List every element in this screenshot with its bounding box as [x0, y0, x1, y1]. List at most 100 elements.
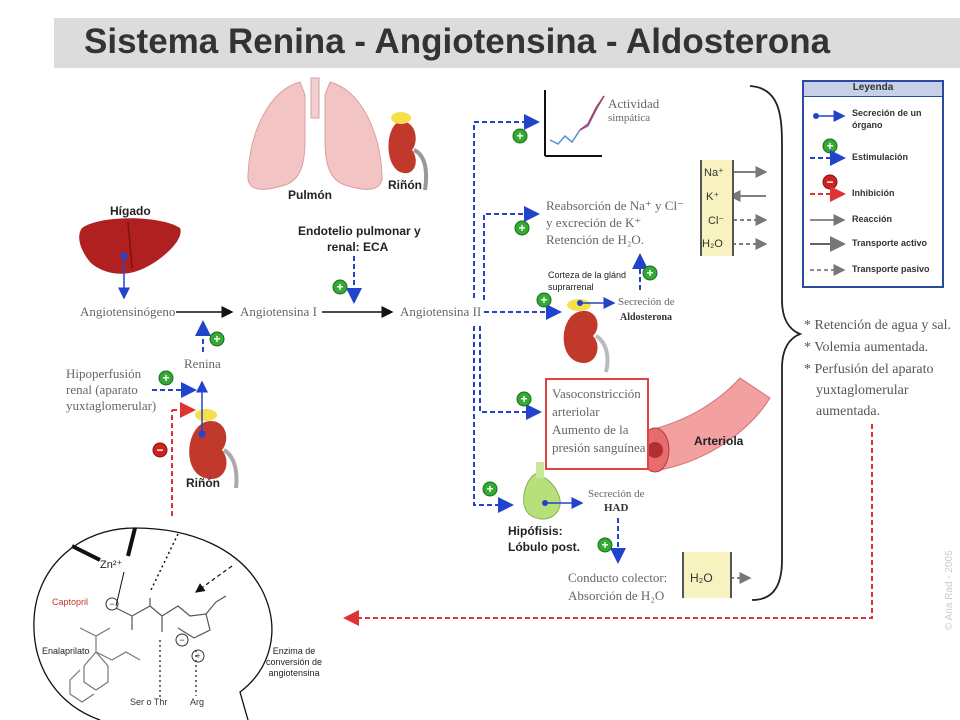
stimulation-plus-icon: +: [158, 370, 174, 386]
svg-text:+: +: [826, 139, 833, 153]
endotelio-label-1: Endotelio pulmonar y: [298, 224, 421, 238]
effect-line-3: * Perfusión del aparato: [804, 362, 934, 377]
hipofisis-label-2: Lóbulo post.: [508, 540, 580, 554]
reabsorcion-label-1: Reabsorción de Na⁺ y Cl⁻: [546, 198, 684, 213]
enzima-label: Enzima de conversión de angiotensina: [262, 646, 326, 679]
hipoperfusion-label-2: renal (aparato: [66, 382, 138, 397]
hipofisis-label-1: Hipófisis:: [508, 524, 563, 538]
page-title: Sistema Renina - Angiotensina - Aldoster…: [84, 22, 831, 61]
watermark: © Aria Rad - 2005: [944, 550, 955, 630]
higado-label: Hígado: [110, 204, 151, 218]
effect-line-5: aumentada.: [816, 404, 881, 419]
svg-text:−: −: [156, 443, 163, 457]
stimulation-plus-icon: +: [514, 220, 530, 236]
ion-membrane-top: [700, 160, 734, 256]
enzima-label-2: conversión de: [265, 657, 323, 667]
effect-line-2: * Volemia aumentada.: [804, 340, 929, 355]
stimulation-plus-icon: +: [512, 128, 528, 144]
arg-label: Arg: [190, 697, 205, 707]
enzima-label-1: Enzima de: [272, 646, 316, 656]
effect-line-1: * Retención de agua y sal.: [804, 318, 951, 333]
hipoperfusion-label-3: yuxtaglomerular): [66, 398, 157, 413]
angiotensina-1-label: Angiotensina I: [240, 304, 317, 319]
svg-text:−: −: [109, 599, 114, 609]
endotelio-label-2: renal: ECA: [327, 240, 389, 254]
rinon-bottom-label: Riñón: [186, 476, 220, 490]
legend: Leyenda + − Secreción de un órgano Estim…: [802, 80, 944, 288]
inhibition-minus-icon: −: [152, 442, 168, 458]
arteriola-label: Arteriola: [694, 434, 744, 448]
secrecion-had-1: Secreción de: [588, 488, 645, 500]
conducto-label-1: Conducto colector:: [568, 570, 668, 585]
kidney-icon: [388, 112, 429, 191]
legend-item-transporte-activo: Transporte activo: [852, 238, 928, 248]
conducto-label-2: Absorción de H₂O: [568, 588, 665, 603]
svg-text:+: +: [540, 293, 547, 307]
liver-icon: [79, 218, 181, 274]
title-bar: [54, 18, 960, 68]
legend-item-transporte-pasivo: Transporte pasivo: [852, 264, 930, 274]
stimulation-plus-icon: +: [536, 292, 552, 308]
secrecion-aldosterona-2: Aldosterona: [620, 312, 673, 323]
adrenal-kidney-icon: [563, 299, 610, 373]
legend-item-secrecion-1: Secreción de un: [852, 108, 922, 118]
corteza-label-2: suprarrenal: [548, 282, 594, 292]
stimulation-plus-icon: +: [597, 537, 613, 553]
svg-text:+: +: [162, 371, 169, 385]
legend-title: Leyenda: [804, 82, 942, 97]
svg-text:+: +: [601, 538, 608, 552]
svg-text:+: +: [646, 266, 653, 280]
ion-k-label: K⁺: [706, 191, 720, 203]
hypophysis-icon: [523, 462, 561, 520]
reabsorcion-label-2: y excreción de K⁺: [546, 215, 642, 230]
svg-text:+: +: [486, 482, 493, 496]
pulmon-label: Pulmón: [288, 188, 332, 202]
vasoconstriccion-box: [545, 378, 649, 470]
svg-text:+: +: [213, 332, 220, 346]
actividad-label-1: Actividad: [608, 96, 660, 111]
svg-text:+: +: [518, 221, 525, 235]
angiotensinogeno-label: Angiotensinógeno: [80, 304, 176, 319]
vaso-label-4: presión sanguínea: [552, 440, 646, 455]
svg-text:+: +: [520, 392, 527, 406]
stimulation-plus-icon: +: [209, 331, 225, 347]
svg-text:+: +: [336, 280, 343, 294]
stimulation-plus-icon: +: [482, 481, 498, 497]
vaso-label-2: arteriolar: [552, 404, 600, 419]
legend-item-estimulacion: Estimulación: [852, 152, 909, 162]
actividad-label-2: simpática: [608, 112, 651, 124]
vaso-label-1: Vasoconstricción: [552, 386, 641, 401]
ion-cl-label: Cl⁻: [708, 215, 725, 227]
rinon-top-label: Riñón: [388, 178, 422, 192]
corteza-label-1: Corteza de la glánd: [548, 270, 627, 280]
captopril-label: Captopril: [52, 597, 89, 607]
zinc-label: Zn²⁺: [100, 559, 123, 571]
svg-text:+: +: [195, 651, 200, 661]
hipoperfusion-label-1: Hipoperfusión: [66, 366, 142, 381]
ion-h2o-label: H₂O: [702, 238, 723, 250]
enzima-label-3: angiotensina: [268, 668, 320, 678]
legend-item-secrecion-2: órgano: [852, 120, 883, 130]
secrecion-had-2: HAD: [604, 502, 629, 514]
kidney-icon: [189, 409, 239, 489]
ion-na-label: Na⁺: [704, 167, 724, 179]
svg-text:−: −: [179, 635, 184, 645]
h2o-bottom-label: H₂O: [690, 571, 713, 585]
reabsorcion-label-3: Retención de H₂O.: [546, 232, 645, 247]
svg-text:+: +: [516, 129, 523, 143]
ace-inset-diagram: − − +: [33, 527, 273, 720]
legend-item-inhibicion: Inhibición: [852, 188, 895, 198]
angiotensina-2-label: Angiotensina II: [400, 304, 482, 319]
legend-symbols: + −: [810, 110, 846, 276]
svg-text:−: −: [826, 175, 833, 189]
lung-icon: [247, 77, 383, 190]
secrecion-aldosterona-1: Secreción de: [618, 296, 675, 308]
ion-membrane-bottom: [682, 552, 732, 598]
stimulation-plus-icon: +: [516, 391, 532, 407]
enalaprilato-label: Enalaprilato: [42, 646, 90, 656]
legend-item-reaccion: Reacción: [852, 214, 893, 224]
effect-line-4: yuxtaglomerular: [816, 383, 909, 398]
ser-thr-label: Ser o Thr: [130, 697, 168, 707]
activity-chart-icon: [544, 90, 605, 157]
